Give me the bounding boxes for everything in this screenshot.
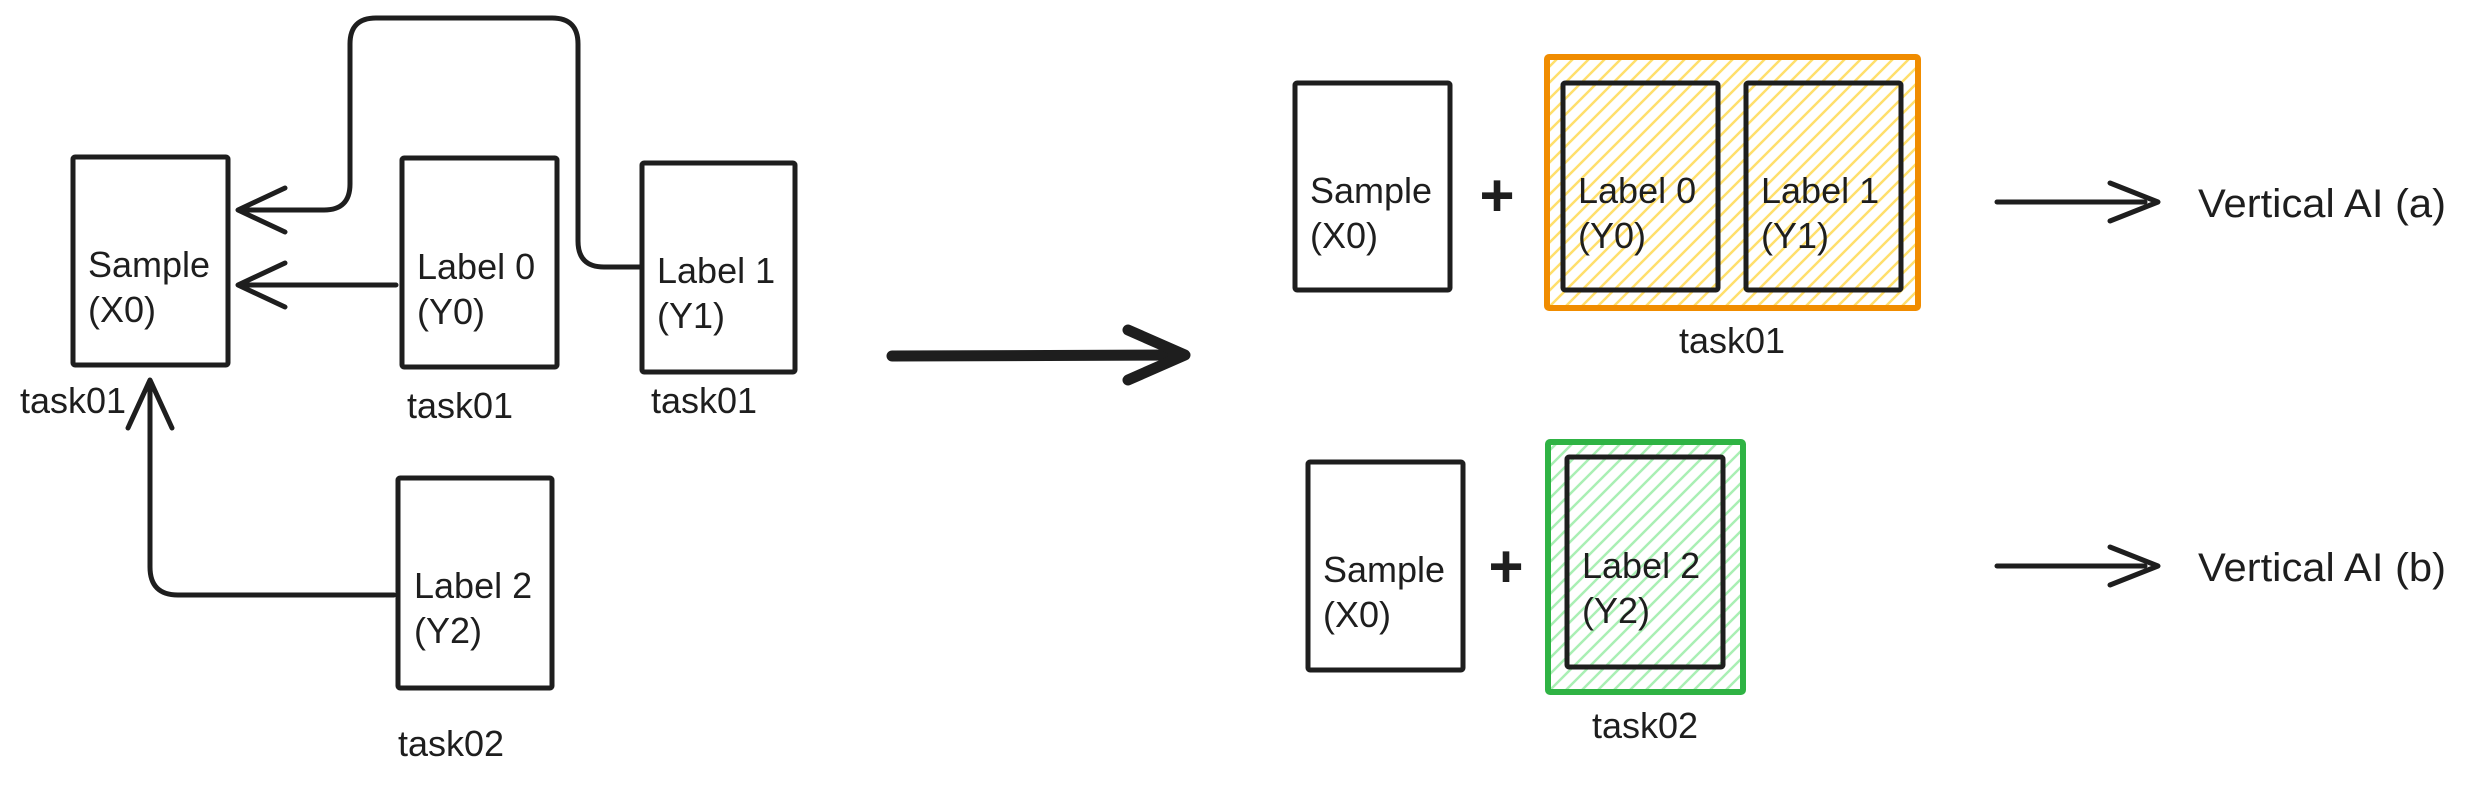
a-plus-sign: + xyxy=(1479,162,1514,229)
a-label0-label-line2: (Y0) xyxy=(1578,215,1646,256)
a-label0-box xyxy=(1560,80,1721,293)
a-label0-label-line1: Label 0 xyxy=(1578,170,1696,211)
b-task-label: task02 xyxy=(1592,705,1698,746)
b-sample-label-line1: Sample xyxy=(1323,549,1445,590)
arrow-label0-to-sample xyxy=(235,260,399,310)
left-sample-box xyxy=(70,154,231,368)
b-result-label: Vertical AI (b) xyxy=(2198,546,2446,590)
left-label2-task-label: task02 xyxy=(398,723,504,764)
a-task-group-frame xyxy=(1544,54,1921,311)
a-label1-label-line1: Label 1 xyxy=(1761,170,1879,211)
arrow-label1-head-icon xyxy=(235,185,288,235)
arrow-label2-shaft xyxy=(147,379,397,598)
arrow-label0-head-icon xyxy=(235,260,288,310)
left-label0-task-label: task01 xyxy=(407,385,513,426)
b-label2-label-line1: Label 2 xyxy=(1582,545,1700,586)
left-label2-label-line1: Label 2 xyxy=(414,565,532,606)
a-sample-box xyxy=(1292,80,1453,293)
left-sample-task-label: task01 xyxy=(20,380,126,421)
a-sample-label-line1: Sample xyxy=(1310,170,1432,211)
b-label2-box xyxy=(1564,454,1726,670)
left-label2-label-line2: (Y2) xyxy=(414,610,482,651)
arrow-label1-to-sample xyxy=(235,15,645,270)
b-label2-label-line2: (Y2) xyxy=(1582,590,1650,631)
b-result-arrow-head xyxy=(2107,544,2161,588)
left-label1-label-line2: (Y1) xyxy=(657,295,725,336)
left-label0-label-line1: Label 0 xyxy=(417,246,535,287)
a-label1-box xyxy=(1743,80,1904,293)
b-result-arrow-icon xyxy=(1994,544,2161,588)
arrow-label1-shaft xyxy=(237,15,645,270)
left-label1-task-label: task01 xyxy=(651,380,757,421)
left-sample-label-line1: Sample xyxy=(88,244,210,285)
arrow-label2-to-sample xyxy=(125,377,397,598)
left-label1-label-line1: Label 1 xyxy=(657,250,775,291)
composition-b: Sample (X0) + Label 2 (Y2) task02 Vertic… xyxy=(1305,439,2446,746)
left-label0-box xyxy=(399,155,560,370)
a-result-arrow-head xyxy=(2107,180,2161,224)
b-task-group-frame xyxy=(1545,439,1746,695)
transform-arrow-icon xyxy=(886,324,1191,386)
a-sample-label-line2: (X0) xyxy=(1310,215,1378,256)
a-label1-label-line2: (Y1) xyxy=(1761,215,1829,256)
left-sample-label-line2: (X0) xyxy=(88,289,156,330)
a-result-arrow-icon xyxy=(1994,180,2161,224)
arrow-label2-head-icon xyxy=(125,377,175,431)
left-label2-box xyxy=(395,475,555,691)
a-result-label: Vertical AI (a) xyxy=(2198,182,2446,226)
b-sample-box xyxy=(1305,459,1466,673)
b-sample-label-line2: (X0) xyxy=(1323,594,1391,635)
transform-arrow-shaft xyxy=(886,349,1186,362)
left-label0-label-line2: (Y0) xyxy=(417,291,485,332)
a-task-label: task01 xyxy=(1679,320,1785,361)
transform-arrow-head xyxy=(1122,324,1191,386)
composition-a: Sample (X0) + Label 0 (Y0) Label 1 (Y1) … xyxy=(1292,54,2446,361)
left-diagram: Sample (X0) task01 Label 0 (Y0) task01 L… xyxy=(20,15,798,764)
b-plus-sign: + xyxy=(1488,533,1523,600)
